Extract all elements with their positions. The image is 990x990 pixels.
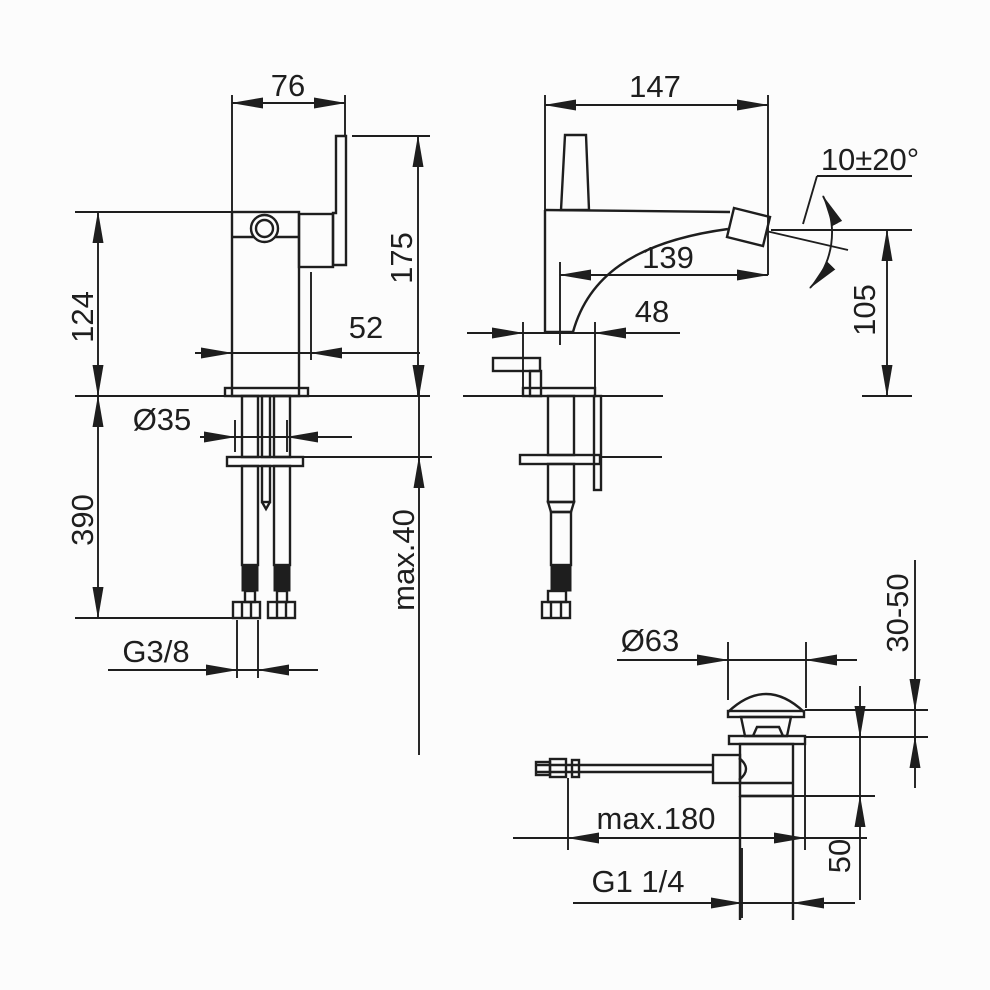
hose-side-taper [546, 500, 576, 514]
dim-shank-diameter-35: Ø35 [133, 402, 352, 452]
side-view: 147 139 48 105 [463, 69, 919, 620]
cartridge-cap-inner [254, 218, 275, 239]
hose-collar-side [546, 589, 568, 604]
dim-body-height-124: 124 [65, 211, 104, 397]
aerator-tilt-line [765, 230, 849, 251]
dim-base-depth-48: 48 [467, 294, 680, 390]
dim-label-body-depth: 52 [349, 310, 383, 345]
popup-rod-side [592, 394, 603, 492]
popup-knob-side [491, 356, 542, 373]
dim-outlet-thread-g114: G1 1/4 [573, 848, 855, 918]
hose-nut-left [231, 600, 262, 620]
mounting-stud-lower [260, 464, 272, 504]
dim-height-175: 175 [352, 135, 430, 397]
dim-height-below-deck-50: 50 [822, 686, 866, 900]
hose-sleeve-side [550, 564, 572, 592]
angle-arc [809, 195, 843, 289]
dim-supply-thread-g38: G3/8 [108, 620, 318, 678]
dim-rod-reach-max180: max.180 [513, 744, 867, 850]
mounting-flange-front [225, 455, 305, 468]
hose-collar-right [275, 589, 289, 604]
dim-spout-reach-139: 139 [559, 240, 769, 345]
dim-label-width: 76 [271, 68, 305, 103]
dim-label-base-depth: 48 [635, 294, 669, 329]
dim-label-supply-thread: G3/8 [122, 634, 189, 669]
dim-hose-length-390: 390 [65, 395, 104, 619]
dim-spout-height-105: 105 [771, 229, 912, 397]
dim-label-body-height: 124 [65, 291, 100, 343]
dim-deck-range-3050: 30-50 [805, 560, 928, 788]
hose-sleeve-left [241, 564, 259, 592]
body-top-edge [544, 208, 731, 214]
base-plate-side [521, 386, 597, 398]
hose-side-upper [546, 462, 576, 504]
lever-housing [711, 753, 742, 785]
dim-label-hose-length: 390 [65, 494, 100, 546]
spout-underside-curve [571, 227, 729, 333]
handle-hub-front [297, 212, 335, 269]
supply-hose-right [272, 464, 292, 567]
dim-body-depth-52: 52 [195, 272, 420, 360]
dim-aerator-angle: 10±20° [765, 142, 919, 289]
handle-lever-side [559, 133, 591, 212]
hose-side-lower [549, 510, 573, 567]
dim-label-deck-range: 30-50 [880, 573, 915, 652]
hose-nut-side [540, 600, 572, 620]
front-view: 76 175 124 390 52 [65, 68, 432, 755]
aerator-tip [725, 206, 772, 248]
lever-ball-joint [738, 757, 748, 781]
dim-deck-thickness-max40: max.40 [386, 365, 425, 755]
dim-label-outlet-thread: G1 1/4 [591, 864, 684, 899]
shank-side [546, 394, 576, 457]
dim-cap-diameter-63: Ø63 [617, 623, 857, 708]
dim-label-rod-reach: max.180 [597, 801, 716, 836]
dim-label-height: 175 [384, 232, 419, 284]
handle-lever-front [331, 134, 348, 267]
stud-fork-tip [260, 501, 272, 512]
dim-label-shank-diameter: Ø35 [133, 402, 192, 437]
mounting-flange-side [518, 453, 602, 466]
dim-label-spout-reach: 139 [642, 240, 694, 275]
dim-label-cap-diameter: Ø63 [621, 623, 680, 658]
supply-hose-left [240, 464, 260, 567]
hose-nut-right [266, 600, 297, 620]
waste-seal [751, 725, 785, 737]
waste-cap-dome [727, 692, 805, 713]
dim-overall-depth-147: 147 [544, 69, 769, 275]
dim-label-spout-height: 105 [847, 284, 882, 336]
dim-label-deck-thickness: max.40 [386, 509, 421, 611]
leader-line [802, 175, 818, 225]
dim-label-overall-depth: 147 [629, 69, 681, 104]
rod-collar [570, 758, 581, 779]
hose-collar-left [243, 589, 257, 604]
base-plate-front [223, 386, 310, 398]
dim-width-76: 76 [231, 68, 346, 212]
supply-shank-left [240, 394, 260, 459]
popup-knob-stem [528, 369, 543, 398]
waste-body [738, 742, 795, 798]
dim-label-height-below-deck: 50 [822, 839, 857, 873]
drain-view: Ø63 30-50 50 max.180 [513, 560, 928, 920]
dim-label-aerator-angle: 10±20° [821, 142, 919, 177]
hose-sleeve-right [273, 564, 291, 592]
mounting-stud [260, 394, 272, 459]
rod-knurl [548, 757, 568, 779]
